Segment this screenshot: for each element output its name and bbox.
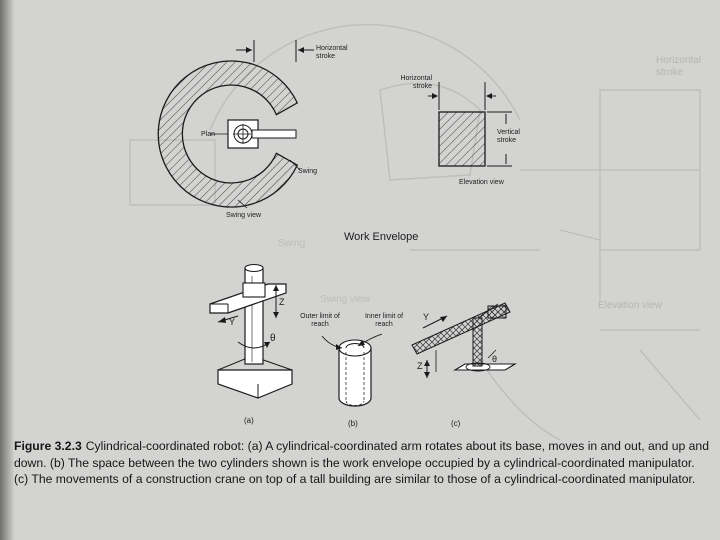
panel-c-label: (c) xyxy=(451,419,461,428)
figure-caption-text: Cylindrical-coordinated robot: (a) A cyl… xyxy=(14,439,709,486)
ghost-elevation-view: Elevation view xyxy=(598,300,662,311)
elevation-view-label: Elevation view xyxy=(459,179,504,186)
panel-a-label: (a) xyxy=(244,416,254,425)
work-envelope-title: Work Envelope xyxy=(344,231,419,243)
swing-envelope-shape xyxy=(157,60,299,208)
c-jib xyxy=(411,302,511,355)
panel-a-axis-z: Z xyxy=(279,297,285,307)
plan-swing-view xyxy=(157,40,314,209)
ghost-swing-view: Swing view xyxy=(320,294,371,305)
elevation-horizontal-stroke-label: Horizontal stroke xyxy=(400,75,432,90)
a-column xyxy=(244,267,264,365)
panel-c-axis-z: Z xyxy=(417,361,423,371)
panel-b-cylinders xyxy=(321,333,383,407)
plan-horizontal-stroke-label: Horizontal stroke xyxy=(316,45,348,60)
plan-label: Plan xyxy=(201,131,216,138)
swing-label: Swing xyxy=(298,168,318,175)
figure-number: Figure 3.2.3 xyxy=(14,439,82,453)
panel-b-label: (b) xyxy=(348,419,358,428)
panel-c-crane xyxy=(411,302,517,378)
inner-limit-label: Inner limit of reach xyxy=(364,313,404,328)
panel-a-axis-theta: θ xyxy=(270,333,276,344)
arm-slot xyxy=(251,129,297,139)
panel-c-axis-y: Y xyxy=(423,312,430,322)
elevation-envelope xyxy=(438,111,486,167)
panel-c-axis-theta: θ xyxy=(492,354,498,364)
ghost-horizontal-stroke: Horizontal stroke xyxy=(656,55,702,78)
scan-page-edge xyxy=(0,0,14,540)
panel-a-axis-y: Y xyxy=(229,317,236,327)
vertical-stroke-label: Vertical stroke xyxy=(497,129,520,144)
ghost-swing: Swing xyxy=(278,238,306,249)
outer-limit-label: Outer limit of reach xyxy=(300,313,340,328)
swing-view-label: Swing view xyxy=(226,212,262,219)
elevation-view xyxy=(428,82,512,167)
a-arm xyxy=(209,283,287,314)
panel-a-robot xyxy=(209,264,293,399)
